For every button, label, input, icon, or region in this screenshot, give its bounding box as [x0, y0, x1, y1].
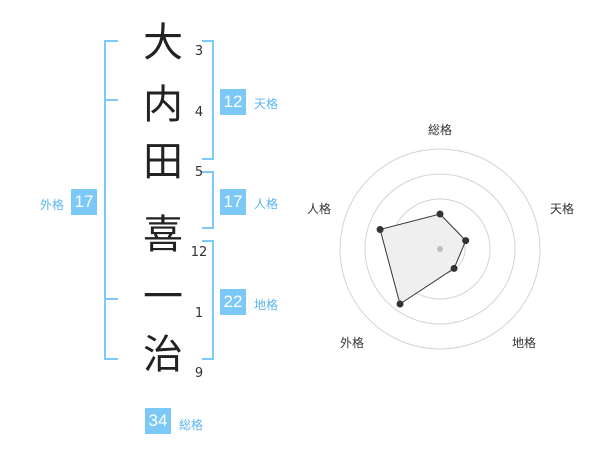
- radar-ring-3: [364, 173, 516, 325]
- name-char-2: 内: [143, 82, 183, 128]
- gaikaku-label: 外格: [40, 198, 65, 212]
- tenkaku-value-badge: 12: [220, 89, 246, 115]
- stroke-count-3: 5: [194, 165, 204, 180]
- tenkaku-bracket-vertical: [212, 40, 214, 160]
- name-char-1: 大: [143, 20, 183, 66]
- radar-point-5: [376, 226, 384, 234]
- name-char-6: 治: [143, 332, 183, 378]
- jinkaku-value-badge: 17: [220, 189, 246, 215]
- radar-point-1: [436, 210, 444, 218]
- radar-axis-label-tenkaku: 天格: [550, 201, 574, 216]
- tenkaku-bracket-bottom: [202, 158, 214, 160]
- jinkaku-bracket-top: [202, 171, 214, 173]
- chikaku-bracket-bottom: [202, 358, 214, 360]
- name-char-3: 田: [143, 139, 183, 185]
- chikaku-label: 地格: [254, 298, 279, 312]
- radar-polygon: [379, 213, 467, 305]
- gaikaku-bracket-tick2: [104, 298, 118, 300]
- stroke-count-2: 4: [194, 105, 204, 120]
- chikaku-bracket-vertical: [212, 240, 214, 360]
- gaikaku-bracket-tick1: [104, 99, 118, 101]
- radar-axis-label-gaikaku: 外格: [340, 335, 364, 350]
- name-char-5: 一: [143, 274, 183, 320]
- radar-points: [376, 210, 470, 308]
- gaikaku-bracket-bottom: [104, 358, 118, 360]
- stroke-count-5: 1: [194, 306, 204, 321]
- tenkaku-bracket-top: [202, 40, 214, 42]
- soukaku-label: 総格: [179, 418, 204, 432]
- radar-axis-label-chikaku: 地格: [512, 335, 536, 350]
- chikaku-value-badge: 22: [220, 289, 246, 315]
- stroke-count-1: 3: [194, 44, 204, 59]
- chikaku-bracket-top: [202, 240, 214, 242]
- stroke-count-4: 12: [190, 245, 208, 260]
- gaikaku-bracket-vertical: [104, 40, 106, 360]
- radar-axis-label-soukaku: 総格: [428, 122, 452, 137]
- radar-point-4: [396, 300, 404, 308]
- gaikaku-bracket-top: [104, 40, 118, 42]
- jinkaku-bracket-vertical: [212, 171, 214, 229]
- name-char-4: 喜: [143, 212, 183, 258]
- radar-ring-4: [339, 148, 541, 350]
- radar-point-3: [450, 264, 458, 272]
- jinkaku-bracket-bottom: [202, 227, 214, 229]
- soukaku-value-badge: 34: [145, 408, 171, 434]
- radar-point-2: [462, 237, 470, 245]
- stroke-count-6: 9: [194, 366, 204, 381]
- radar-axis-label-jinkaku: 人格: [307, 201, 331, 216]
- jinkaku-label: 人格: [254, 197, 279, 211]
- gaikaku-value-badge: 17: [71, 189, 97, 215]
- radar-center-dot: [437, 246, 443, 252]
- tenkaku-label: 天格: [254, 97, 279, 111]
